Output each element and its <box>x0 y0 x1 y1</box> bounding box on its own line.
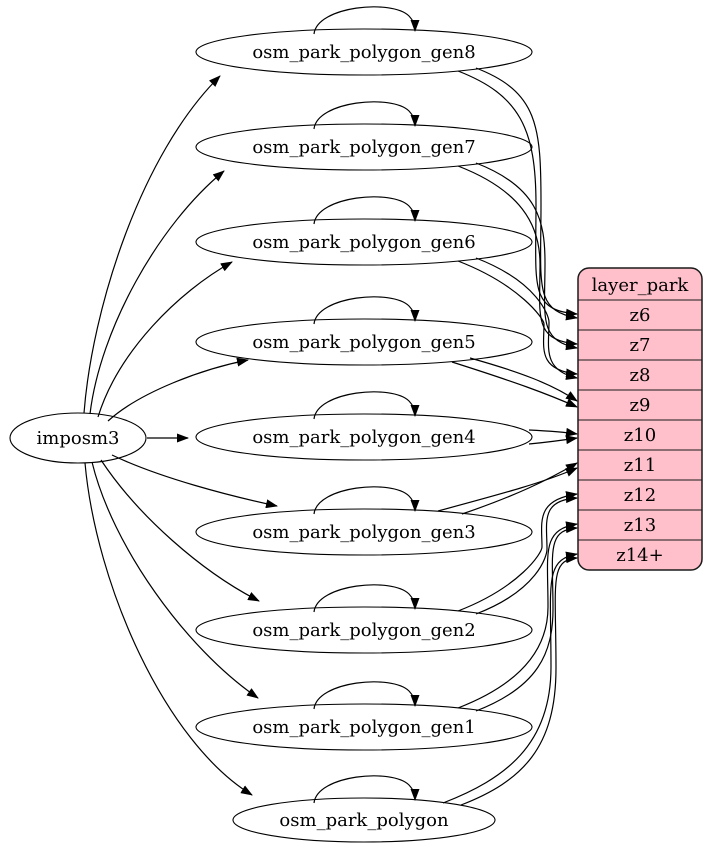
edge-osm_park_polygon-to-z14+-1 <box>442 551 578 804</box>
edge-imposm3-to-osm_park_polygon_gen8 <box>83 75 221 414</box>
node-labels: osm_park_polygon_gen8 osm_park_polygon_ge… <box>37 42 476 831</box>
self-loop-osm_park_polygon_gen6 <box>313 196 420 225</box>
edges <box>83 6 578 806</box>
edge-imposm3-to-osm_park_polygon_gen6 <box>97 261 233 418</box>
table-ellipse <box>195 123 533 171</box>
source-node-imposm3 <box>9 412 147 464</box>
table-label-osm_park_polygon_gen8: osm_park_polygon_gen8 <box>252 42 475 63</box>
edge-osm_park_polygon_gen2-to-z12-1 <box>457 491 578 612</box>
table-node-osm_park_polygon_gen5 <box>195 318 533 366</box>
imposm3-label: imposm3 <box>37 428 120 449</box>
edge-imposm3-to-osm_park_polygon_gen5 <box>107 357 249 422</box>
edge-imposm3-to-osm_park_polygon_gen3 <box>111 454 278 509</box>
layer-row-z14+: z14+ <box>616 545 663 566</box>
edge-imposm3-to-osm_park_polygon_gen1 <box>91 461 259 699</box>
self-loop-osm_park_polygon_gen8 <box>313 6 420 35</box>
table-label-osm_park_polygon_gen2: osm_park_polygon_gen2 <box>252 620 475 641</box>
table-label-osm_park_polygon_gen7: osm_park_polygon_gen7 <box>252 137 475 158</box>
layer-park-outline <box>577 267 703 571</box>
edge-osm_park_polygon-to-z14+-2 <box>460 554 578 806</box>
self-loop-osm_park_polygon <box>313 775 420 804</box>
layer-row-z9: z9 <box>630 395 651 416</box>
table-node-osm_park_polygon_gen8 <box>195 28 533 76</box>
edge-osm_park_polygon_gen3-to-z11-2 <box>437 467 578 512</box>
edge-osm_park_polygon_gen7-to-z7-2 <box>475 162 578 351</box>
layer-row-z13: z13 <box>624 515 656 536</box>
self-loop-osm_park_polygon_gen7 <box>313 101 420 130</box>
edge-osm_park_polygon_gen6-to-z8-2 <box>475 257 578 380</box>
imposm3-ellipse <box>9 412 147 464</box>
table-nodes <box>195 28 533 843</box>
table-node-osm_park_polygon_gen1 <box>195 703 533 751</box>
edge-osm_park_polygon_gen5-to-z9-1 <box>469 357 578 402</box>
layer-row-z11: z11 <box>624 455 656 476</box>
layer-row-z6: z6 <box>630 305 651 326</box>
edge-osm_park_polygon_gen1-to-z13-2 <box>475 524 578 712</box>
edge-imposm3-to-osm_park_polygon <box>84 462 253 796</box>
table-label-osm_park_polygon_gen5: osm_park_polygon_gen5 <box>252 332 475 353</box>
layer-park-title: layer_park <box>592 275 690 296</box>
self-loop-osm_park_polygon_gen2 <box>313 584 420 613</box>
self-loop-osm_park_polygon_gen3 <box>313 486 420 515</box>
layer-row-z12: z12 <box>624 485 656 506</box>
table-ellipse <box>195 413 533 461</box>
table-ellipse <box>195 318 533 366</box>
table-node-osm_park_polygon_gen2 <box>195 606 533 654</box>
edge-osm_park_polygon_gen4-to-z10-1 <box>528 427 578 437</box>
edge-osm_park_polygon_gen6-to-z8-1 <box>457 260 578 378</box>
table-label-osm_park_polygon_gen3: osm_park_polygon_gen3 <box>252 522 475 543</box>
layer-row-z10: z10 <box>624 425 656 446</box>
table-label-osm_park_polygon_gen1: osm_park_polygon_gen1 <box>252 717 475 738</box>
self-loop-osm_park_polygon_gen1 <box>313 681 420 710</box>
table-label-osm_park_polygon_gen6: osm_park_polygon_gen6 <box>252 232 475 253</box>
edge-osm_park_polygon_gen5-to-z9-2 <box>451 361 578 408</box>
table-ellipse <box>195 218 533 266</box>
edge-imposm3-to-osm_park_polygon_gen2 <box>100 459 260 602</box>
edge-osm_park_polygon_gen2-to-z12-2 <box>475 494 578 615</box>
edge-osm_park_polygon_gen1-to-z13-1 <box>457 521 578 709</box>
self-loop-osm_park_polygon_gen5 <box>313 296 420 325</box>
edge-osm_park_polygon_gen4-to-z10-2 <box>528 435 578 445</box>
table-node-osm_park_polygon_gen4 <box>195 413 533 461</box>
layer-row-z8: z8 <box>630 365 651 386</box>
table-label-osm_park_polygon: osm_park_polygon <box>279 810 449 831</box>
table-ellipse <box>195 606 533 654</box>
edge-imposm3-to-osm_park_polygon_gen7 <box>89 170 225 415</box>
edge-osm_park_polygon_gen8-to-z6-2 <box>475 67 578 321</box>
table-node-osm_park_polygon_gen3 <box>195 508 533 556</box>
table-node-osm_park_polygon <box>232 797 496 843</box>
table-ellipse <box>195 28 533 76</box>
table-node-osm_park_polygon_gen6 <box>195 218 533 266</box>
table-ellipse <box>232 797 496 843</box>
edge-osm_park_polygon_gen8-to-z6-1 <box>457 70 578 318</box>
table-ellipse <box>195 703 533 751</box>
self-loop-osm_park_polygon_gen4 <box>313 391 420 420</box>
layer-row-z7: z7 <box>630 335 651 356</box>
table-node-osm_park_polygon_gen7 <box>195 123 533 171</box>
layer-park-node: layer_park z6 z7 z8 z9 z10 z11 z12 z13 z14+ <box>577 267 703 571</box>
table-label-osm_park_polygon_gen4: osm_park_polygon_gen4 <box>252 427 475 448</box>
table-ellipse <box>195 508 533 556</box>
